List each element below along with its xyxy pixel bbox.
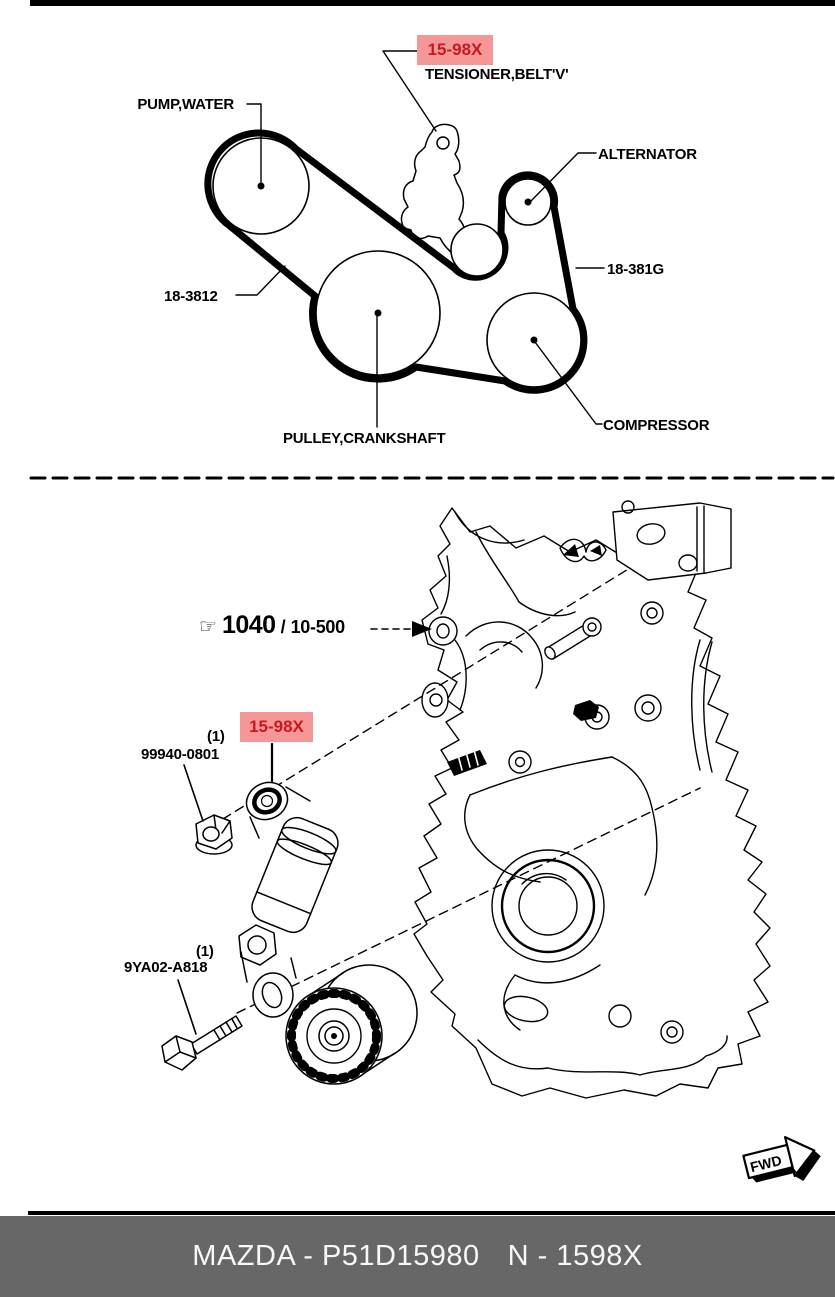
- label-belt-left: 18-3812: [164, 288, 218, 305]
- footer-divider-line: [28, 1211, 835, 1215]
- pulley-center-dots: [257, 182, 538, 344]
- pointing-hand-icon: ☞: [199, 616, 217, 638]
- alignment-dashed-lines: [209, 567, 701, 1014]
- label-water-pump: PUMP,WATER: [137, 96, 234, 113]
- label-bolt-part: 9YA02-A818: [124, 959, 208, 976]
- drive-belt: [204, 129, 588, 394]
- part-code-tensioner-bottom[interactable]: 15-98X: [240, 712, 313, 742]
- label-tensioner-name: TENSIONER,BELT'V': [425, 66, 569, 83]
- bottom-leader-lines: [177, 742, 274, 1035]
- label-alternator: ALTERNATOR: [598, 146, 697, 163]
- reference-code: 1040: [221, 611, 276, 639]
- top-leader-lines: [235, 50, 605, 428]
- footer-part-number: MAZDA - P51D15980: [192, 1240, 480, 1272]
- svg-text:FWD: FWD: [748, 1152, 783, 1175]
- part-code-tensioner-top[interactable]: 15-98X: [417, 35, 493, 65]
- reference-label[interactable]: ☞ 1040 / 10-500: [199, 611, 345, 640]
- reference-arrow: [370, 621, 432, 637]
- bolt-drawing: [161, 1015, 243, 1071]
- footer-catalog-number: N - 1598X: [507, 1240, 643, 1272]
- label-nut-part: 99940-0801: [141, 746, 220, 763]
- belt-tensioner-bracket: [400, 123, 472, 260]
- label-compressor: COMPRESSOR: [603, 417, 710, 434]
- engine-front-cover: [413, 500, 771, 1099]
- tensioner-assembly: [238, 781, 418, 1085]
- footer-bar: MAZDA - P51D15980 N - 1598X: [0, 1216, 835, 1297]
- reference-separator: /: [280, 617, 286, 637]
- nut-drawing: [195, 814, 233, 855]
- label-belt-right: 18-381G: [607, 261, 664, 278]
- tensioner-idler-pulley: [450, 223, 504, 277]
- fwd-arrow: FWD: [742, 1136, 821, 1183]
- label-nut-qty: (1): [207, 728, 225, 745]
- reference-section: 10-500: [290, 617, 346, 637]
- label-bolt-qty: (1): [196, 943, 214, 960]
- label-crankshaft: PULLEY,CRANKSHAFT: [283, 430, 446, 447]
- top-border-bar: [30, 0, 835, 6]
